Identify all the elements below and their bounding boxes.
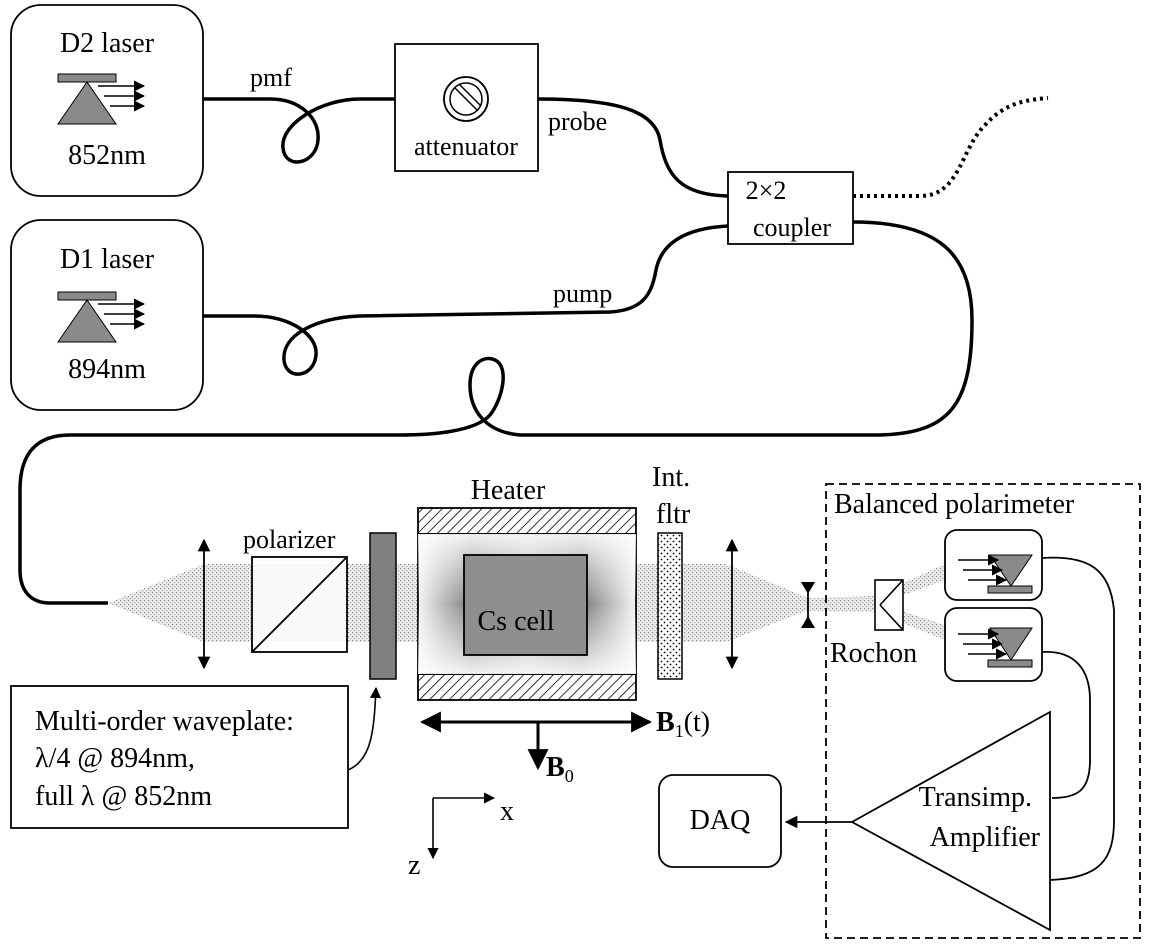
- d2-wavelength: 852nm: [68, 140, 146, 171]
- rochon-prism: Rochon: [830, 579, 917, 669]
- photodiode-2: [944, 607, 1043, 682]
- pmf-label: pmf: [250, 63, 292, 92]
- cs-cell: Cs cell: [463, 554, 588, 656]
- lens-3: [801, 582, 815, 628]
- coupler-label-1: 2×2: [746, 176, 787, 205]
- coupler: 2×2 coupler: [727, 171, 854, 245]
- heater-label: Heater: [471, 475, 546, 506]
- laser-diode-icon: [57, 73, 146, 125]
- d2-laser: D2 laser 852nm: [10, 4, 204, 197]
- d1-laser-name: D1 laser: [60, 244, 155, 275]
- filter-label-1: Int.: [652, 462, 690, 493]
- probe-label: probe: [548, 107, 607, 136]
- amplifier-label-1: Transimp.: [919, 782, 1032, 813]
- b1-label: B1(t): [656, 707, 710, 741]
- laser-diode-icon: [57, 291, 146, 343]
- waveplate: [369, 532, 397, 680]
- rochon-label: Rochon: [830, 638, 917, 669]
- d1-laser: D1 laser 894nm: [10, 219, 204, 411]
- waveplate-label-2: λ/4 @ 894nm,: [35, 743, 195, 774]
- coordinate-axes: x z: [408, 792, 514, 881]
- photodiode-1: [944, 529, 1043, 601]
- filter-label-2: fltr: [656, 499, 691, 530]
- pump-label: pump: [553, 279, 612, 308]
- amplifier-label-2: Amplifier: [930, 822, 1041, 853]
- magnetic-fields: B1(t) B0: [419, 707, 710, 786]
- fiber-lines: [18, 96, 1049, 605]
- interference-filter: Int. fltr: [652, 462, 691, 680]
- daq: DAQ: [658, 774, 782, 868]
- attenuator-label: attenuator: [414, 132, 518, 161]
- balanced-polarimeter: Balanced polarimeter Rochon: [825, 483, 1141, 939]
- d1-wavelength: 894nm: [68, 354, 146, 385]
- z-axis-label: z: [408, 850, 420, 881]
- polarizer-label: polarizer: [243, 525, 336, 554]
- b0-label: B0: [546, 752, 574, 786]
- waveplate-callout: Multi-order waveplate: λ/4 @ 894nm, full…: [10, 685, 382, 829]
- attenuator: attenuator: [394, 43, 539, 172]
- x-axis-label: x: [500, 796, 514, 827]
- cs-cell-label: Cs cell: [478, 606, 555, 637]
- polarizer: polarizer: [243, 525, 348, 653]
- waveplate-label-3: full λ @ 852nm: [35, 781, 212, 812]
- daq-label: DAQ: [690, 805, 751, 836]
- polarimeter-title: Balanced polarimeter: [834, 489, 1075, 520]
- coupler-label-2: coupler: [753, 213, 831, 242]
- transimpedance-amplifier: Transimp. Amplifier: [850, 710, 1051, 932]
- attenuator-icon: [443, 76, 489, 122]
- d2-laser-name: D2 laser: [60, 28, 155, 59]
- waveplate-label-1: Multi-order waveplate:: [35, 706, 294, 737]
